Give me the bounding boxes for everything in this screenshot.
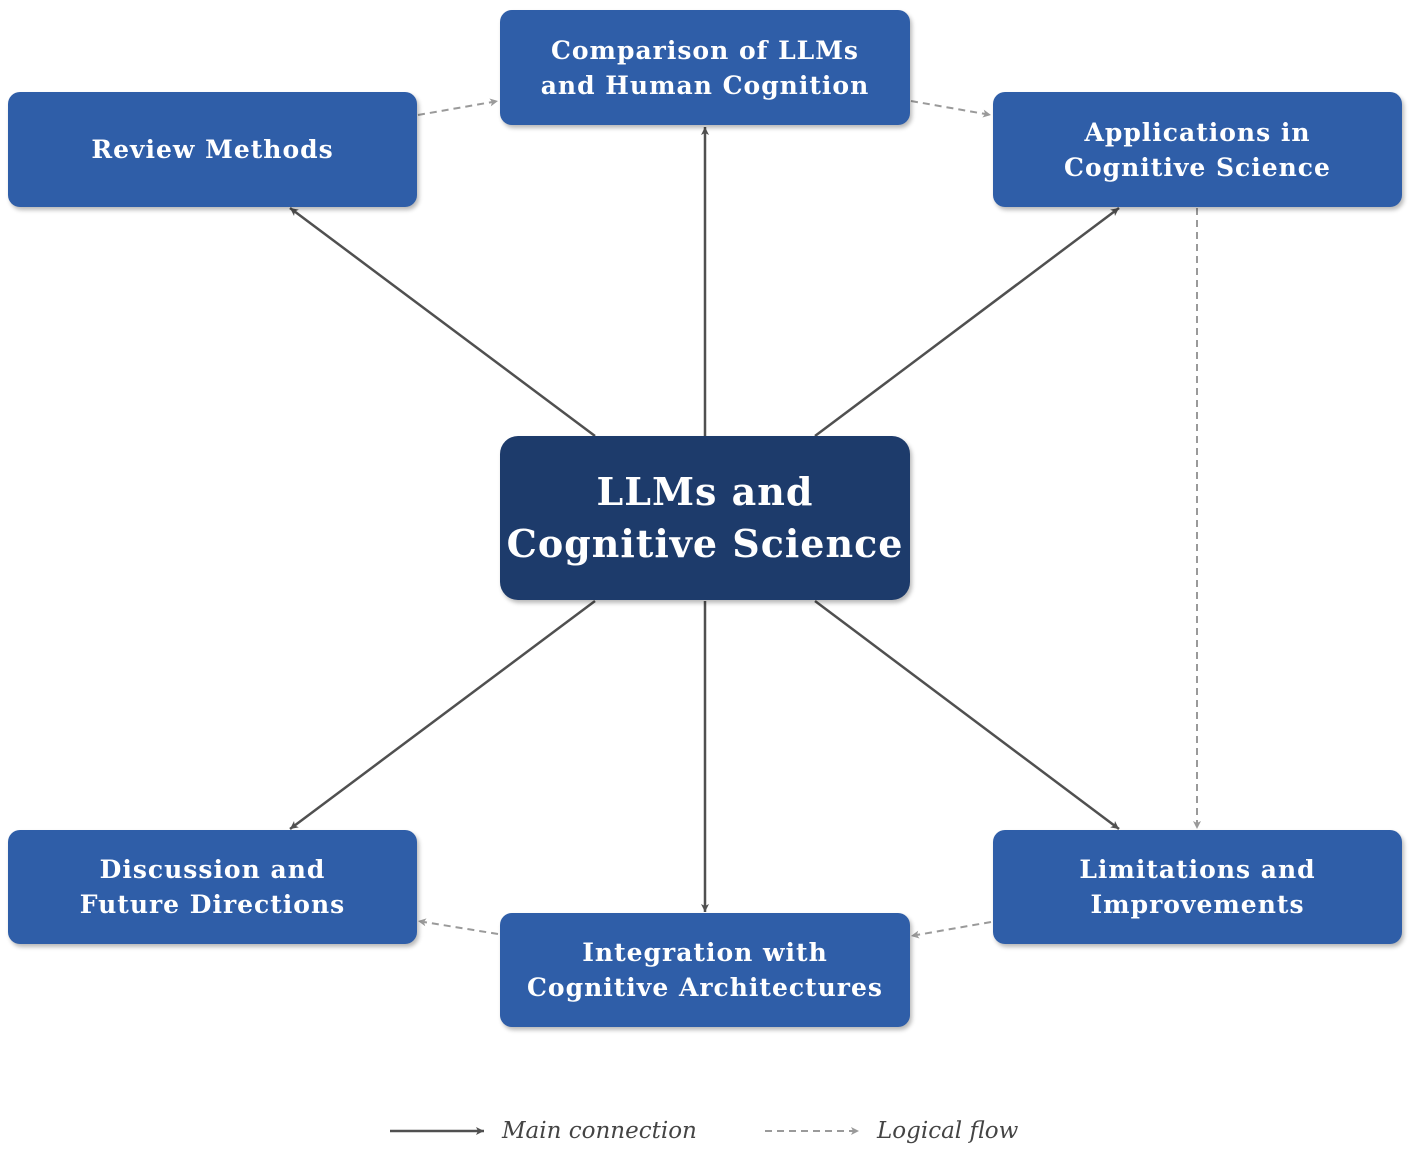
- flow-comparison-to-applications: [910, 100, 992, 118]
- node-limitations: Limitations and Improvements: [993, 830, 1402, 944]
- node-applications-label-line1: Applications in: [1084, 117, 1311, 147]
- node-limitations-label-line1: Limitations and: [1079, 855, 1316, 884]
- edge-center-to-discussion: [289, 599, 596, 831]
- node-comparison-label-line2: and Human Cognition: [540, 70, 870, 100]
- edge-center-to-review-methods: [289, 206, 596, 438]
- flow-integration-to-discussion: [417, 918, 499, 935]
- edge-center-to-limitations: [814, 600, 1120, 830]
- node-limitations-label-line2: Improvements: [1090, 890, 1305, 919]
- node-applications: Applications in Cognitive Science: [993, 92, 1402, 207]
- node-comparison: Comparison of LLMs and Human Cognition: [500, 10, 910, 125]
- node-center-label-line2: Cognitive Science: [506, 521, 904, 566]
- node-discussion-label-line2: Future Directions: [79, 890, 346, 919]
- node-discussion: Discussion and Future Directions: [8, 830, 417, 944]
- legend-main-label: Main connection: [502, 1118, 697, 1144]
- node-integration: Integration with Cognitive Architectures: [500, 913, 910, 1027]
- flow-review-to-comparison: [417, 98, 499, 116]
- legend-main-arrow-icon: [390, 1127, 484, 1135]
- legend-logical-arrow-icon: [765, 1127, 859, 1135]
- node-comparison-label-line1: Comparison of LLMs: [550, 35, 860, 65]
- legend-logical-flow: Logical flow: [763, 1116, 1018, 1146]
- legend-logical-label: Logical flow: [877, 1118, 1019, 1144]
- node-center-label-line1: LLMs and: [596, 469, 814, 514]
- node-integration-label-line1: Integration with: [582, 938, 828, 967]
- legend-main-connection: Main connection: [388, 1116, 697, 1146]
- edge-center-to-applications: [814, 207, 1120, 437]
- node-applications-label-line2: Cognitive Science: [1064, 152, 1331, 182]
- node-discussion-label-line1: Discussion and: [99, 855, 326, 884]
- node-review-methods-label: Review Methods: [91, 135, 334, 164]
- node-review-methods: Review Methods: [8, 92, 417, 207]
- node-center: LLMs and Cognitive Science: [500, 436, 910, 600]
- node-integration-label-line2: Cognitive Architectures: [527, 973, 883, 1002]
- flow-limitations-to-integration: [910, 921, 992, 939]
